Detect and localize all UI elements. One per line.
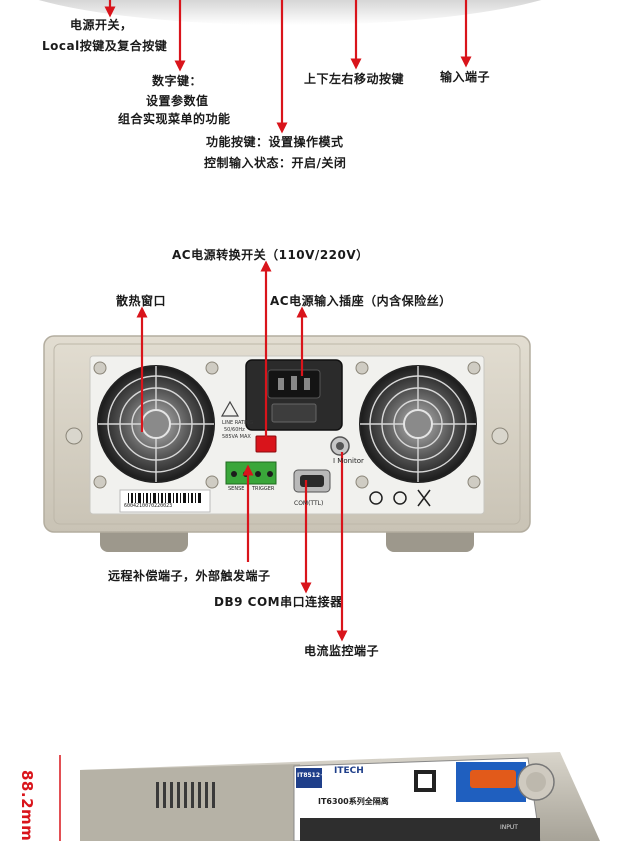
label-current-monitor: 电流监控端子	[304, 644, 380, 658]
bnc-connector	[330, 436, 350, 456]
panel-text-monitor: I Monitor	[333, 457, 364, 465]
label-fan-window: 散热窗口	[116, 294, 167, 308]
label-numeric-keys: 数字键：	[152, 74, 203, 88]
top-arrows	[104, 0, 472, 134]
rear-panel-device	[43, 335, 531, 552]
rear-arrows	[136, 260, 348, 642]
label-local-key: Local按键及复合按键	[42, 39, 168, 53]
barcode-sticker	[119, 489, 211, 513]
label-control-input: 控制输入状态：开启/关闭	[204, 156, 347, 170]
input-text: INPUT	[500, 824, 518, 831]
brand-logo-text: ITECH	[334, 766, 364, 776]
panel-text-va: 585VA MAX	[222, 434, 251, 440]
label-input-terminal: 输入端子	[440, 70, 491, 84]
label-menu-combo: 组合实现菜单的功能	[118, 112, 231, 126]
front-device-photo	[59, 752, 600, 841]
label-ac-switch: AC电源转换开关（110V/220V）	[172, 248, 369, 262]
label-arrow-keys: 上下左右移动按键	[304, 72, 405, 86]
label-ac-socket: AC电源输入插座（内含保险丝）	[270, 294, 452, 308]
db9-connector	[293, 469, 331, 493]
left-fan	[97, 365, 215, 483]
dimension-label: 88.2mm	[18, 770, 36, 841]
panel-text-com: COM(TTL)	[294, 500, 324, 507]
green-terminal-block	[225, 461, 277, 485]
panel-text-rating: LINE RATING	[222, 420, 254, 426]
ac-socket	[245, 359, 343, 431]
panel-text-sense: SENSE	[228, 486, 245, 492]
label-power-switch: 电源开关，	[70, 18, 133, 32]
panel-text-barcode: 6004210070220023	[124, 503, 173, 509]
model-tag: IT8512+	[297, 772, 326, 779]
series-text: IT6300系列全隔离	[318, 797, 389, 806]
panel-text-trigger: TRIGGER	[252, 486, 275, 492]
right-fan	[359, 365, 477, 483]
label-function-keys: 功能按键：设置操作模式	[206, 135, 344, 149]
label-remote-sense: 远程补偿端子，外部触发端子	[108, 569, 271, 583]
label-set-params: 设置参数值	[146, 94, 209, 108]
top-device-shadow	[38, 0, 542, 25]
panel-text-freq: 50/60Hz	[224, 427, 245, 433]
label-db9: DB9 COM串口连接器	[214, 595, 343, 609]
